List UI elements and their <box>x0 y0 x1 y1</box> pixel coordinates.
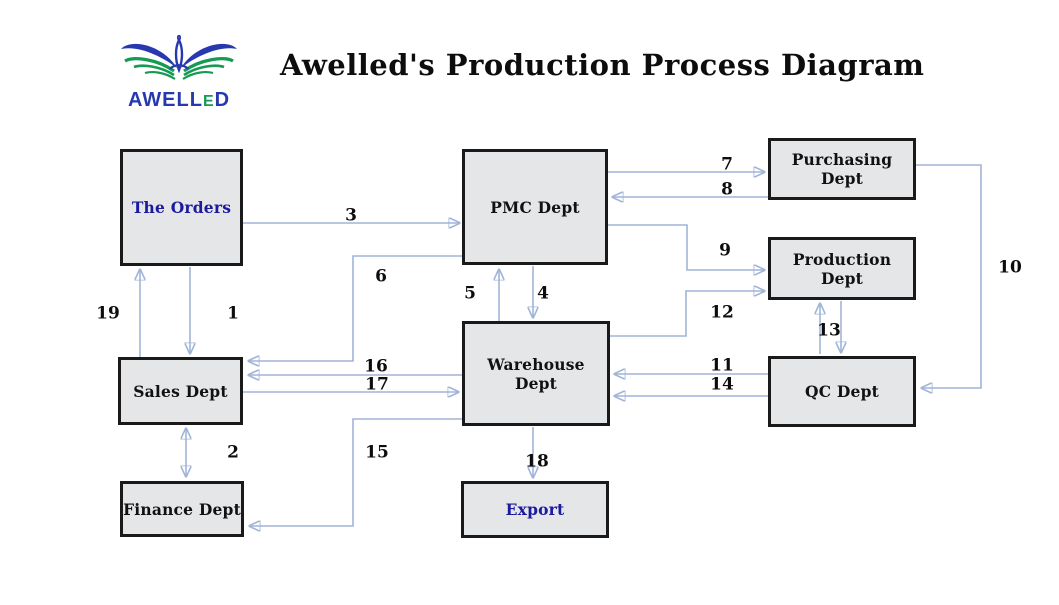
flow-label-14: 14 <box>710 374 734 395</box>
flow-line-12 <box>610 291 764 337</box>
box-purchasing-dept: Purchasing Dept <box>768 138 916 200</box>
box-export-label: Export <box>505 500 565 519</box>
box-sales-dept-label: Sales Dept <box>133 381 228 401</box>
flow-label-11: 11 <box>710 355 734 376</box>
flow-label-6: 6 <box>375 266 387 287</box>
box-purchasing-dept-label: Purchasing Dept <box>791 150 893 188</box>
flow-line-10 <box>916 164 982 388</box>
box-the-orders: The Orders <box>120 149 243 266</box>
box-warehouse-dept: Warehouse Dept <box>462 321 610 426</box>
box-qc-dept: QC Dept <box>768 356 916 427</box>
logo-wings-icon <box>121 34 237 80</box>
flow-line-9 <box>608 224 764 270</box>
box-finance-dept-label: Finance Dept <box>123 499 241 519</box>
flow-label-10: 10 <box>998 257 1022 278</box>
flow-label-18: 18 <box>525 451 549 472</box>
flow-line-6 <box>249 255 462 361</box>
company-logo: AWELLED <box>118 33 240 110</box>
flow-label-2: 2 <box>227 442 239 463</box>
box-pmc-dept-label: PMC Dept <box>490 197 580 217</box>
box-pmc-dept: PMC Dept <box>462 149 608 265</box>
box-the-orders-label: The Orders <box>131 198 232 217</box>
flow-label-1: 1 <box>227 303 239 324</box>
flow-label-15: 15 <box>365 442 389 463</box>
flow-line-15 <box>250 418 462 526</box>
flow-label-5: 5 <box>464 283 476 304</box>
logo-wordmark: AWELLED <box>118 90 240 110</box>
page-title: Awelled's Production Process Diagram <box>280 48 925 82</box>
flow-label-8: 8 <box>721 179 733 200</box>
box-finance-dept: Finance Dept <box>120 481 244 537</box>
box-warehouse-dept-label: Warehouse Dept <box>487 354 585 393</box>
flow-label-16: 16 <box>364 356 388 377</box>
logo-text-main: AWELL <box>127 89 203 111</box>
box-production-dept: Production Dept <box>768 237 916 300</box>
flow-label-13: 13 <box>817 320 841 341</box>
flow-label-19: 19 <box>96 303 120 324</box>
box-production-dept-label: Production Dept <box>792 249 892 288</box>
flow-label-9: 9 <box>719 240 731 261</box>
flow-label-4: 4 <box>537 283 549 304</box>
flow-label-12: 12 <box>710 302 734 323</box>
flow-label-3: 3 <box>345 205 357 226</box>
logo-text-e: E <box>202 93 215 110</box>
flow-label-17: 17 <box>365 374 389 395</box>
logo-text-d: D <box>214 89 231 111</box>
flow-label-7: 7 <box>721 154 733 175</box>
box-sales-dept: Sales Dept <box>118 357 243 425</box>
box-export: Export <box>461 481 609 538</box>
box-qc-dept-label: QC Dept <box>805 382 879 401</box>
